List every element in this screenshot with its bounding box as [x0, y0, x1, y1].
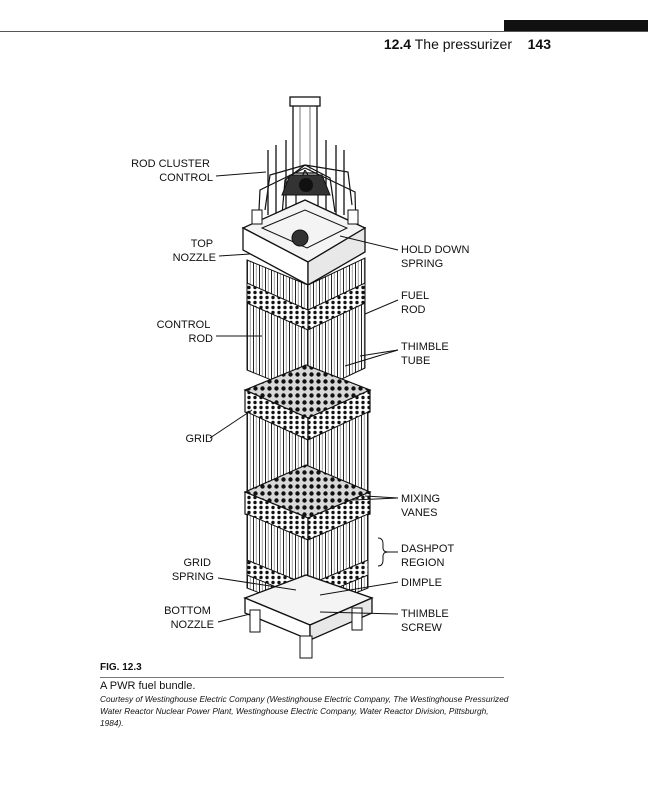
page-number: 143 — [527, 36, 551, 52]
label-fuel-rod: FUEL ROD — [401, 290, 432, 316]
caption-rule — [100, 677, 504, 678]
figure-caption: A PWR fuel bundle. — [100, 680, 196, 692]
leader-lines — [209, 171, 399, 623]
running-head: 12.4 The pressurizer — [384, 36, 512, 52]
figure-number: FIG. 12.3 — [100, 662, 142, 673]
label-thimble-tube: THIMBLE TUBE — [401, 341, 452, 367]
section-number: 12.4 — [383, 36, 412, 52]
label-dimple: DIMPLE — [401, 577, 442, 589]
label-grid-spring: GRID SPRING — [172, 557, 214, 583]
grid-upper — [243, 364, 372, 441]
header-rule — [0, 31, 648, 32]
fuel-bundle-figure: ROD CLUSTER CONTROL TOP NOZZLE CONTROL R… — [131, 96, 473, 659]
top-nozzle-drawing — [241, 199, 367, 287]
label-dashpot-region: DASHPOT REGION — [401, 543, 457, 569]
label-mixing-vanes: MIXING VANES — [401, 493, 443, 519]
label-grid: GRID — [186, 433, 214, 445]
label-rod-cluster-control: ROD CLUSTER CONTROL — [131, 158, 213, 184]
label-thimble-screw: THIMBLE SCREW — [401, 608, 452, 634]
upper-rod-section — [246, 257, 366, 396]
grid-mixing-vanes — [243, 464, 372, 541]
label-top-nozzle: TOP NOZZLE — [173, 238, 216, 264]
label-hold-down-spring: HOLD DOWN SPRING — [401, 244, 473, 270]
figure-credit: Courtesy of Westinghouse Electric Compan… — [100, 694, 509, 728]
label-control-rod: CONTROL ROD — [157, 319, 213, 345]
label-bottom-nozzle: BOTTOM NOZZLE — [164, 605, 214, 631]
header-bar — [504, 20, 648, 32]
section-title: The pressurizer — [414, 36, 512, 52]
